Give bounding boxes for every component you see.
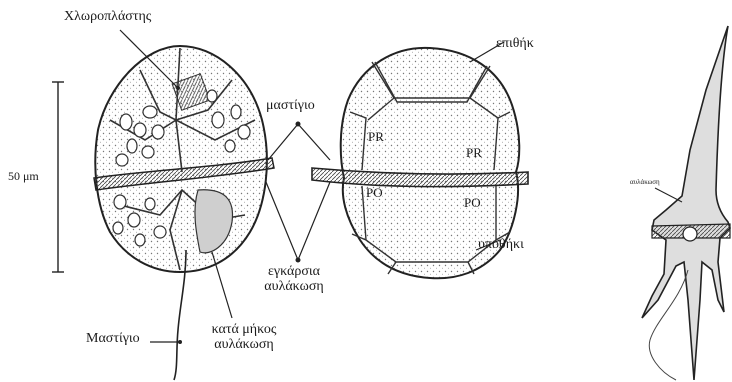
po-left-label: PO xyxy=(366,186,383,200)
po-right-label: PO xyxy=(464,196,481,210)
transverse-groove-line1: εγκάρσια xyxy=(244,264,344,279)
chloroplast-label: Χλωροπλάστης xyxy=(64,9,151,24)
scale-bar xyxy=(52,82,64,272)
pr-right-label: PR xyxy=(466,146,482,160)
ceratium-cell xyxy=(642,26,730,380)
longitudinal-groove-line1: κατά μήκος xyxy=(196,322,292,337)
epitheca-label: επιθήκ xyxy=(496,36,534,51)
pr-left-label: PR xyxy=(368,130,384,144)
bottom-flagellum-label: Μαστίγιο xyxy=(86,331,140,346)
scale-label: 50 μm xyxy=(8,170,39,183)
ceratium-flagellum xyxy=(649,270,688,380)
ceratium-outline xyxy=(642,26,730,380)
ceratium-groove-leader xyxy=(655,188,682,202)
longitudinal-groove-label: κατά μήκος αυλάκωση xyxy=(196,322,292,353)
flagellum-label-center: μαστίγιο xyxy=(266,98,315,113)
flagellum-zigzag-upper xyxy=(268,124,330,160)
ceratium-groove-label: αυλάκωση xyxy=(630,179,660,187)
transverse-groove-label: εγκάρσια αυλάκωση xyxy=(244,264,344,295)
hypotheca-label: υποθήκι xyxy=(478,237,524,252)
transverse-groove-line2: αυλάκωση xyxy=(244,279,344,294)
ceratium-pore xyxy=(683,227,697,241)
flagellum-zigzag-lower xyxy=(266,182,330,260)
longitudinal-groove-line2: αυλάκωση xyxy=(196,337,292,352)
